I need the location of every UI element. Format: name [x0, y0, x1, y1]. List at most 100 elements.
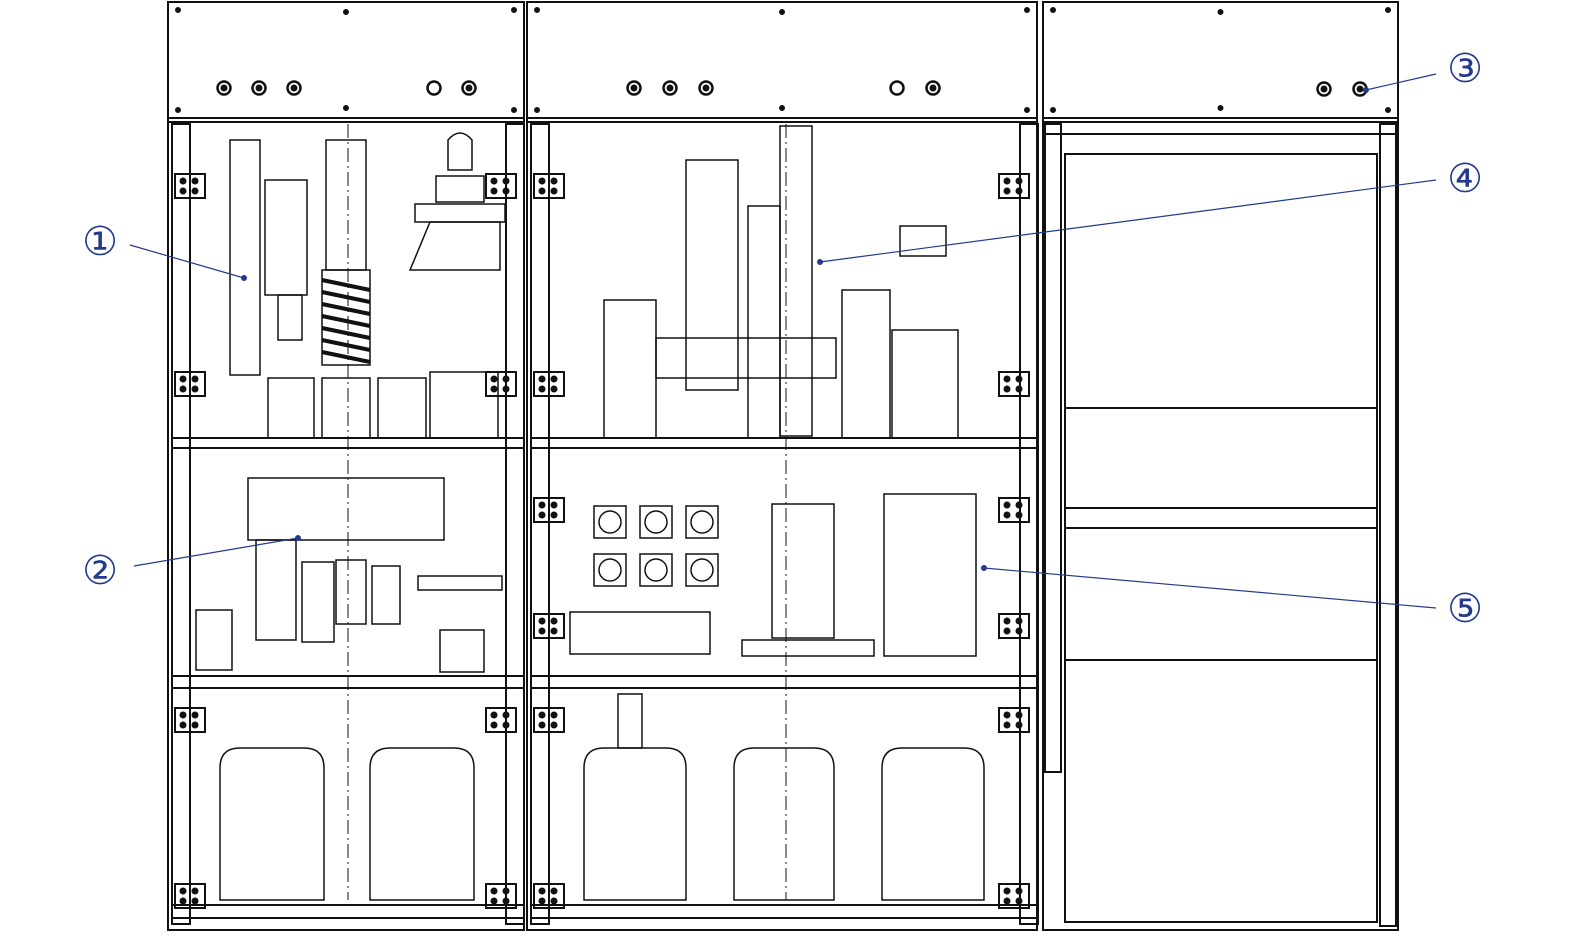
screw-icon [343, 9, 349, 15]
indicator-lamp-icon [286, 80, 302, 96]
hinge-icon [533, 613, 565, 639]
screw-icon [511, 7, 517, 13]
hinge-bolt [1015, 711, 1023, 719]
hinge-bolt [550, 511, 558, 519]
leader-arrowhead [295, 535, 301, 541]
spring-coil [321, 350, 371, 364]
lamp-center [929, 84, 937, 92]
hinge-bolt [550, 375, 558, 383]
hinge-bolt [1015, 511, 1023, 519]
hinge-bolt [490, 887, 498, 895]
hinge-bolt [490, 711, 498, 719]
hinge-bolt [1015, 897, 1023, 905]
filter-regulator [371, 565, 401, 625]
discharge-pipe [617, 693, 643, 749]
funnel-cone [408, 221, 501, 271]
hinge-bolt [179, 375, 187, 383]
hinge-bolt [490, 375, 498, 383]
equipment-details [195, 124, 985, 901]
hinge-bolt [502, 187, 510, 195]
leader-line [129, 244, 245, 279]
screw-icon [1385, 107, 1391, 113]
hinge-bolt [1003, 887, 1011, 895]
funnel-plate [414, 203, 506, 223]
callout-3: ③ [1447, 46, 1483, 92]
indicator-lamp-icon [889, 80, 905, 96]
hinge-icon [998, 371, 1030, 397]
hinge-bolt [538, 627, 546, 635]
hinge-bolt [538, 375, 546, 383]
leader-line [983, 567, 1437, 609]
hinge-bolt [538, 887, 546, 895]
pump-icon [593, 505, 627, 539]
hinge-icon [174, 371, 206, 397]
pump-rotor [644, 510, 668, 534]
spring-coil [321, 302, 371, 316]
callout-1: ① [82, 219, 118, 265]
vessel [267, 377, 315, 439]
hinge-bolt [538, 385, 546, 393]
hinge-icon [485, 883, 517, 909]
cylinder-block [247, 477, 445, 541]
lead-screw [747, 205, 781, 439]
bracket-assembly [429, 371, 499, 439]
hinge-icon [998, 613, 1030, 639]
cabinet-frame [167, 1, 1399, 931]
indicator-lamp-icon [1316, 81, 1332, 97]
vessel [321, 377, 371, 439]
screw-icon [175, 7, 181, 13]
hinge-bolt [179, 721, 187, 729]
leader-line [1365, 73, 1437, 91]
hinge-bolt [179, 177, 187, 185]
hinge-bolt [550, 187, 558, 195]
vertical-post [505, 123, 525, 925]
canister-icon [583, 747, 687, 901]
enclosure-box [603, 299, 657, 439]
hinge-bolt [502, 385, 510, 393]
hinge-bolt [502, 887, 510, 895]
hinge-bolt [490, 897, 498, 905]
syringe-module [841, 289, 891, 439]
indicator-lamp-icon [925, 80, 941, 96]
base-plate [741, 639, 875, 657]
spring-coil [321, 278, 371, 292]
reagent-tank [891, 329, 959, 439]
hinge-bolt [538, 711, 546, 719]
lamp-center [255, 84, 263, 92]
hinge-bolt [179, 187, 187, 195]
hinge-bolt [550, 897, 558, 905]
hinge-bolt [502, 177, 510, 185]
filter-regulator [301, 561, 335, 643]
screw-icon [175, 107, 181, 113]
cabinet-outline [1042, 1, 1399, 931]
detector-module [771, 503, 835, 639]
hinge-icon [485, 173, 517, 199]
lifting-eye-icon [447, 132, 473, 171]
fluid-bottle [195, 609, 233, 671]
hinge-bolt [1003, 385, 1011, 393]
hinge-bolt [1015, 501, 1023, 509]
hinge-icon [533, 173, 565, 199]
hinge-bolt [538, 511, 546, 519]
hinge-bolt [502, 375, 510, 383]
hinge-icon [485, 707, 517, 733]
hinge-bolt [1015, 187, 1023, 195]
pump-icon [593, 553, 627, 587]
pump-rotor [690, 558, 714, 582]
lamp-center [465, 84, 473, 92]
callout-5: ⑤ [1447, 586, 1483, 632]
hinge-bolt [538, 617, 546, 625]
hinge-icon [998, 497, 1030, 523]
hinge-icon [998, 707, 1030, 733]
hinge-bolt [191, 385, 199, 393]
linear-actuator [229, 139, 261, 376]
vertical-post [1019, 123, 1039, 925]
leader-arrowhead [981, 565, 987, 571]
hinge-bolt [550, 385, 558, 393]
hinge-bolt [1003, 627, 1011, 635]
hinge-bolt [1003, 375, 1011, 383]
hinge-bolt [550, 887, 558, 895]
lamp-center [290, 84, 298, 92]
indicator-lamp-icon [698, 80, 714, 96]
leader-arrowhead [1363, 87, 1369, 93]
